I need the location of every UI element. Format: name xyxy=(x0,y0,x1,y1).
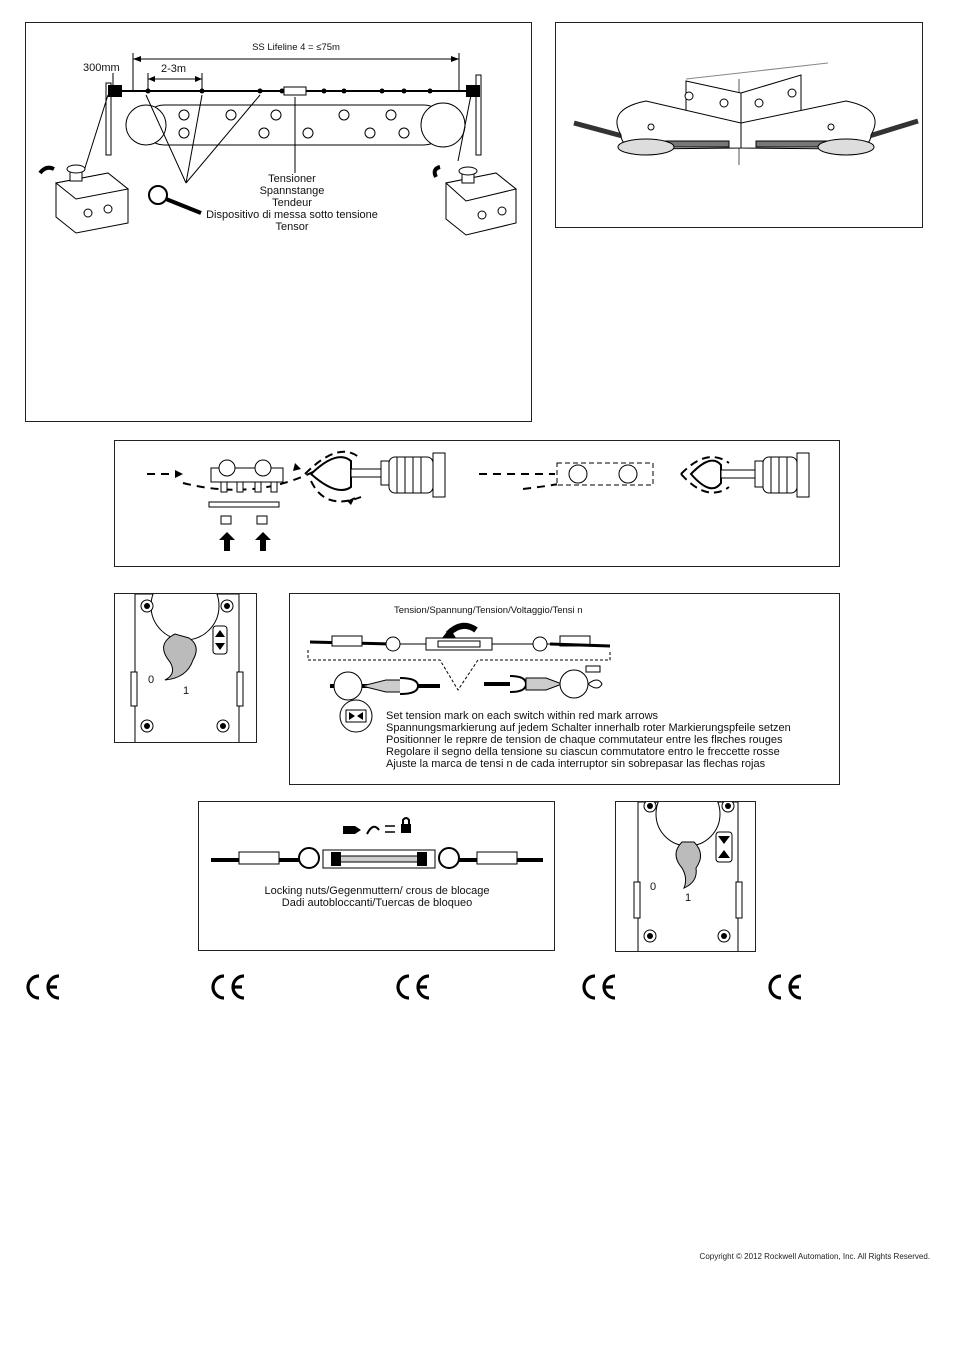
position-0-label: 0 xyxy=(650,881,657,893)
cable-clamp-panel xyxy=(114,440,840,567)
locking-nuts-panel: Locking nuts/Gegenmuttern/ crous de bloc… xyxy=(198,801,555,951)
position-1-label: 1 xyxy=(183,685,190,697)
locking-nuts-drawing xyxy=(211,817,543,869)
tension-title: Tension/Spannung/Tension/Voltaggio/Tensi… xyxy=(394,605,583,616)
locking-label-en-de-fr: Locking nuts/Gegenmuttern/ crous de bloc… xyxy=(264,885,490,897)
switch-indicator-panel-2: 0 1 xyxy=(615,801,756,952)
ce-mark xyxy=(768,974,802,1000)
copyright-notice: Copyright © 2012 Rockwell Automation, In… xyxy=(699,1252,930,1261)
tensioner-label-de: Spannstange xyxy=(259,185,325,197)
tensioner-labels: Tensioner Spannstange Tendeur Dispositiv… xyxy=(176,173,408,233)
lifeline-layout-drawing xyxy=(38,53,518,236)
instruction-it: Regolare il segno della tensione su cias… xyxy=(386,746,780,758)
eye-spacing-label: 2-3m xyxy=(161,63,187,75)
lock-icon xyxy=(401,817,411,833)
instruction-fr: Positionner le repʀre de tension de chaq… xyxy=(386,734,783,746)
ce-mark xyxy=(396,974,430,1000)
locking-nuts-labels: Locking nuts/Gegenmuttern/ crous de bloc… xyxy=(239,885,515,909)
position-1-label: 1 xyxy=(685,892,692,904)
lifeline-layout-panel: SS Lifeline 4 = ≤75m 300mm 2-3m Tensione… xyxy=(25,22,532,422)
end-distance-label: 300mm xyxy=(83,62,120,74)
turn-arrow-icon xyxy=(366,825,380,835)
instruction-de: Spannungsmarkierung auf jedem Schalter i… xyxy=(386,722,791,734)
corner-pulley-panel xyxy=(555,22,923,228)
cable-clamp-drawing xyxy=(147,450,810,551)
tensioner-label-it: Dispositivo di messa sotto tensione xyxy=(206,209,378,221)
instruction-en: Set tension mark on each switch within r… xyxy=(386,710,659,722)
lifeline-length-label: SS Lifeline 4 = ≤75m xyxy=(252,42,340,53)
ce-mark xyxy=(582,974,616,1000)
switch-indicator-panel-1: 0 1 xyxy=(114,593,257,743)
corner-pulley-drawing xyxy=(573,62,919,165)
wrench-icon xyxy=(343,826,361,834)
tension-setting-drawing xyxy=(307,622,611,733)
ce-mark xyxy=(211,974,245,1000)
ce-mark xyxy=(26,974,60,1000)
tension-instructions: Set tension mark on each switch within r… xyxy=(386,710,791,770)
locking-label-it-es: Dadi autobloccanti/Tuercas de bloqueo xyxy=(281,897,473,909)
switch-indicator-drawing-2 xyxy=(633,802,743,951)
position-0-label: 0 xyxy=(148,674,155,686)
instruction-es: Ajuste la marca de tensi n de cada inter… xyxy=(386,758,766,770)
tension-setting-panel: Tension/Spannung/Tension/Voltaggio/Tensi… xyxy=(289,593,840,785)
switch-indicator-drawing-1 xyxy=(130,594,244,742)
tensioner-label-fr: Tendeur xyxy=(272,197,312,209)
tensioner-label-en: Tensioner xyxy=(268,173,316,185)
tensioner-label-es: Tensor xyxy=(275,221,309,233)
